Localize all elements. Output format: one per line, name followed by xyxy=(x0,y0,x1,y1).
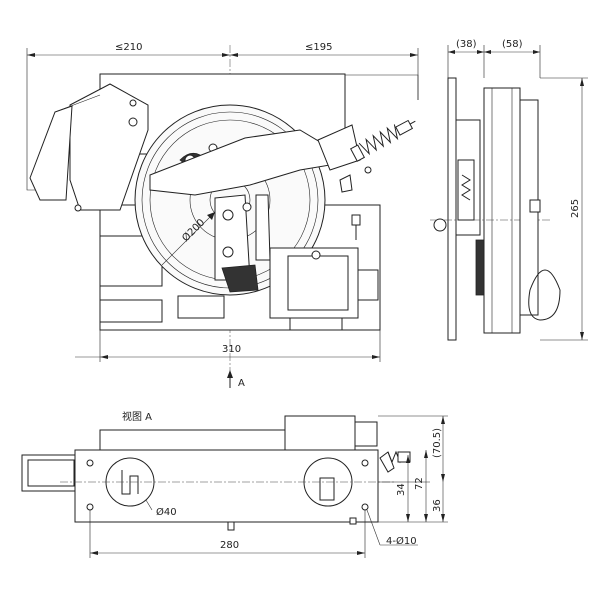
mount-hole-br xyxy=(361,503,369,511)
dim-total-width: 310 xyxy=(222,344,241,355)
bottom-spacing-dimension: 280 xyxy=(89,510,366,558)
front-top-dimensions: ≤210 ≤195 xyxy=(26,42,419,100)
front-bottom-dimension: 310 xyxy=(75,330,381,362)
front-view: ≤210 ≤195 xyxy=(26,42,419,389)
brake-arm xyxy=(149,124,361,293)
electromagnet xyxy=(269,247,379,331)
dim-top-left: (38) xyxy=(456,39,477,50)
bottom-solenoid xyxy=(284,415,356,451)
side-height-dimension: 265 xyxy=(540,77,588,341)
side-back-plate xyxy=(447,77,457,341)
dim-hole-diameter: Ø40 xyxy=(156,506,177,518)
side-view: (38) (58) 265 xyxy=(430,39,588,341)
dim-left-width: ≤210 xyxy=(115,42,142,53)
mount-hole-bl xyxy=(86,503,94,511)
dim-top-right: (58) xyxy=(502,39,523,50)
dim-height: 265 xyxy=(570,199,581,218)
bottom-view: 视图 A Ø40 xyxy=(21,410,448,558)
label-plate-mid xyxy=(177,295,225,319)
bottom-top-housing xyxy=(99,429,286,451)
spring-assembly xyxy=(339,119,416,193)
side-top-dimensions: (38) (58) xyxy=(447,39,541,78)
diameter-leader xyxy=(161,211,216,266)
view-arrow: A xyxy=(227,370,245,389)
dim-hole-spacing: 280 xyxy=(220,540,239,551)
bottom-right-dimensions: (70.5) 34 72 36 xyxy=(378,415,448,523)
mount-hole-tr xyxy=(361,459,369,467)
dim-mount-holes: 4-Ø10 xyxy=(386,535,417,547)
dim-mid-a: 34 xyxy=(396,483,407,496)
label-plate-small xyxy=(99,299,163,323)
mount-hole-tl xyxy=(86,459,94,467)
view-arrow-label: A xyxy=(238,378,245,389)
bottom-view-title: 视图 A xyxy=(122,410,152,423)
side-sheave xyxy=(483,87,521,334)
base-pin xyxy=(351,214,361,226)
dim-mid-b: 72 xyxy=(414,477,425,490)
dim-right-width: ≤195 xyxy=(305,42,332,53)
left-cover-arm xyxy=(29,83,149,212)
dim-bottom: 36 xyxy=(432,499,443,512)
dim-upper-height: (70.5) xyxy=(432,428,443,458)
